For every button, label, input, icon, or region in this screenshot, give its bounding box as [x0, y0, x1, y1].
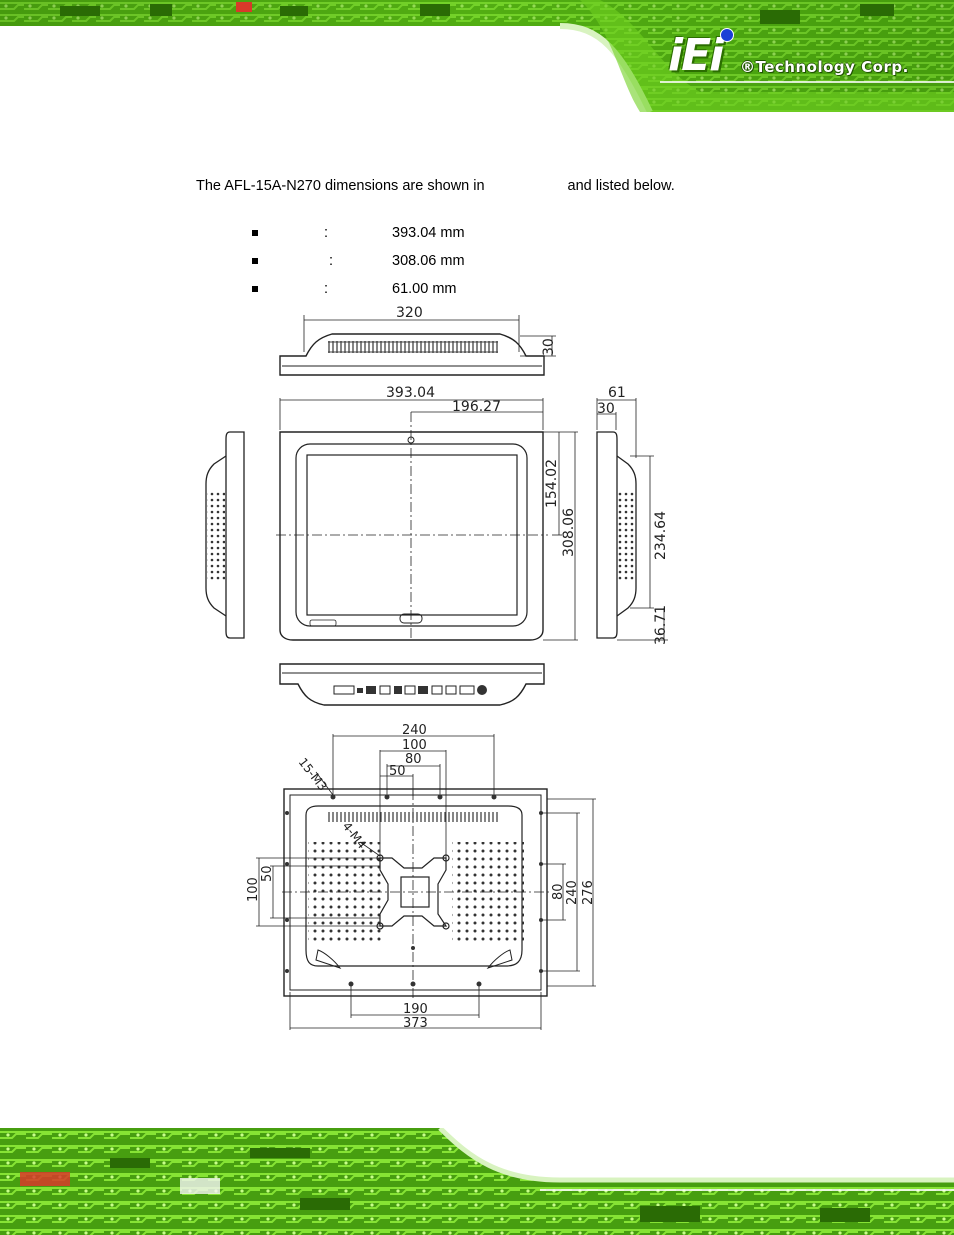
footer-banner — [0, 1128, 954, 1235]
dim-36: 36.71 — [653, 605, 669, 645]
logo-text: ®Technology Corp. — [740, 58, 909, 76]
dim-190: 190 — [403, 1002, 428, 1017]
dim-196: 196.27 — [452, 399, 501, 415]
dim-393: 393.04 — [386, 385, 435, 401]
left-side-view — [205, 431, 245, 639]
top-view — [279, 315, 556, 376]
dim-320: 320 — [396, 305, 423, 321]
spec-item-depth: : 61.00 mm — [252, 281, 652, 301]
dim-154: 154.02 — [544, 459, 560, 508]
dim-50-left: 50 — [260, 865, 275, 882]
spec-item-width: : 393.04 mm — [252, 225, 652, 245]
dim-100-left: 100 — [246, 877, 261, 902]
rear-view — [256, 734, 596, 1030]
dim-80-right: 80 — [551, 883, 566, 900]
dim-276-right: 276 — [581, 880, 596, 905]
pcb-footer-graphic — [0, 1128, 954, 1235]
label-15-m3: 15-M3 — [296, 755, 330, 793]
bullet-icon — [252, 286, 258, 293]
bullet-icon — [252, 230, 258, 237]
front-view — [276, 398, 578, 641]
bottom-view — [279, 663, 545, 706]
spec-value: 308.06 mm — [392, 253, 465, 269]
dim-240-top: 240 — [402, 723, 427, 738]
logo-mark: iEi — [668, 30, 724, 81]
spec-value: 393.04 mm — [392, 225, 465, 241]
spec-item-height: : 308.06 mm — [252, 253, 652, 273]
logo-dot-icon — [720, 28, 734, 42]
dim-308: 308.06 — [561, 508, 577, 557]
dim-30-side: 30 — [597, 401, 615, 417]
dim-30-top: 30 — [541, 338, 557, 356]
header-banner: iEi ®Technology Corp. — [0, 0, 954, 112]
spec-value: 61.00 mm — [392, 281, 457, 297]
dim-234: 234.64 — [653, 511, 669, 560]
bullet-icon — [252, 258, 258, 265]
company-logo: iEi ®Technology Corp. — [664, 26, 934, 86]
intro-text-2: and listed below. — [567, 178, 675, 194]
dim-80-top: 80 — [405, 752, 422, 767]
dim-240-right: 240 — [565, 880, 580, 905]
right-side-view — [596, 398, 668, 641]
dim-373: 373 — [403, 1016, 428, 1031]
dim-61: 61 — [608, 385, 626, 401]
dim-100-top: 100 — [402, 738, 427, 753]
intro-paragraph: The AFL-15A-N270 dimensions are shown in… — [196, 178, 675, 194]
intro-text-1: The AFL-15A-N270 dimensions are shown in — [196, 178, 485, 194]
pcb-header-graphic — [0, 0, 954, 112]
dim-50-top: 50 — [389, 764, 406, 779]
